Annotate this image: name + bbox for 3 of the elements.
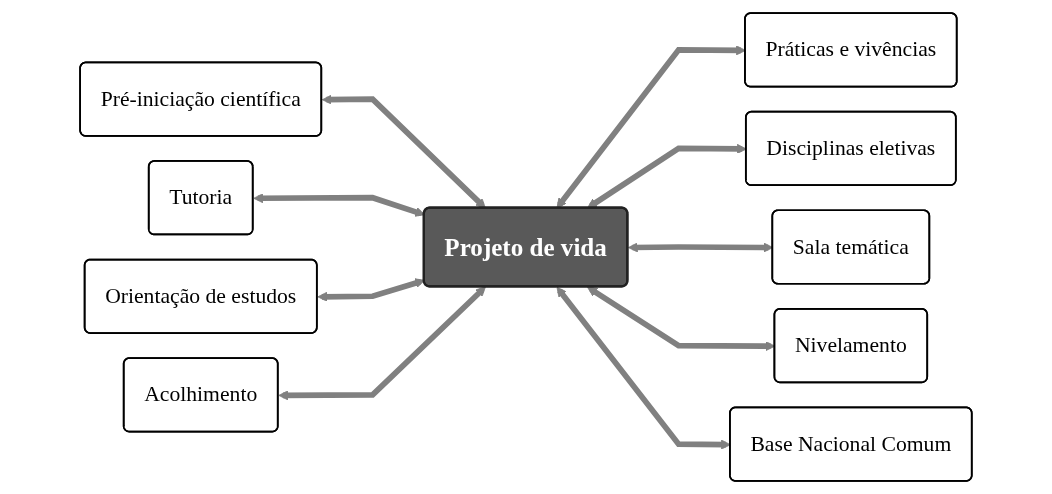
arrow bbox=[278, 286, 486, 401]
arrow bbox=[317, 278, 425, 302]
arrow bbox=[253, 193, 425, 217]
